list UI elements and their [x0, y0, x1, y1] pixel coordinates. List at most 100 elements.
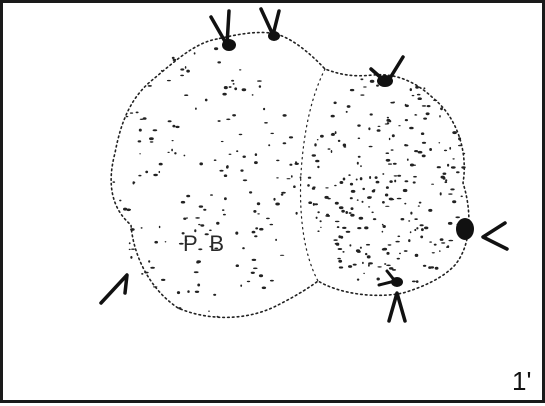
granule — [421, 154, 426, 158]
granule — [164, 241, 167, 243]
granule — [166, 79, 171, 82]
granule — [376, 129, 381, 132]
granule — [368, 127, 371, 131]
granule — [356, 199, 359, 201]
granule — [294, 162, 299, 165]
granule — [363, 86, 367, 88]
granule — [171, 140, 174, 142]
granule — [317, 211, 320, 214]
granule — [235, 231, 239, 235]
granule — [361, 200, 364, 203]
granule — [175, 125, 180, 129]
granule — [404, 180, 409, 183]
granule — [348, 265, 353, 268]
granule — [345, 230, 351, 233]
granule — [330, 114, 335, 118]
granule — [358, 216, 364, 220]
granule — [349, 197, 353, 200]
granule — [129, 112, 134, 114]
granule — [324, 195, 329, 199]
granule — [258, 85, 262, 88]
arrow-top-right — [369, 55, 405, 85]
granule — [410, 211, 413, 215]
granule — [317, 230, 320, 232]
granule — [382, 247, 388, 251]
granule — [364, 226, 369, 230]
granule — [140, 227, 143, 229]
granule — [167, 120, 172, 123]
granule — [183, 154, 186, 157]
granule — [377, 125, 381, 127]
granule — [447, 245, 450, 249]
granule — [307, 176, 312, 179]
granule — [337, 139, 341, 142]
granule — [357, 137, 361, 140]
granule — [213, 159, 217, 161]
granule — [338, 235, 342, 239]
granule — [431, 252, 435, 254]
granule — [400, 218, 405, 221]
granule — [463, 152, 466, 155]
granule — [158, 170, 161, 174]
granule — [444, 181, 448, 184]
granule — [330, 134, 335, 136]
granule — [217, 61, 221, 64]
granule — [362, 187, 366, 191]
granule — [139, 118, 144, 121]
granule — [314, 203, 319, 206]
granule — [119, 199, 122, 202]
granule — [375, 180, 380, 184]
granule — [399, 252, 401, 255]
granule — [219, 169, 224, 172]
granule — [193, 52, 196, 55]
granule — [242, 155, 246, 158]
granule — [439, 250, 441, 252]
granule-stipple — [112, 47, 466, 318]
granule — [363, 272, 365, 275]
granule — [276, 177, 279, 179]
granule — [420, 235, 424, 239]
granule — [440, 107, 443, 111]
granule — [349, 244, 352, 247]
granule — [154, 240, 158, 244]
granule — [408, 239, 411, 243]
granule — [236, 150, 239, 153]
granule — [440, 175, 445, 179]
granule — [374, 176, 378, 179]
granule — [158, 225, 161, 229]
granule — [426, 105, 431, 108]
granule — [275, 238, 277, 241]
granule — [186, 194, 191, 198]
inner-boundary — [299, 68, 326, 282]
granule — [253, 210, 257, 213]
granule — [368, 262, 373, 265]
granule — [423, 87, 426, 90]
micrograph-canvas — [99, 7, 509, 323]
granule — [386, 251, 390, 255]
granule — [388, 120, 392, 123]
arrow-far-left — [99, 273, 129, 305]
granule — [254, 161, 258, 165]
granule — [254, 153, 258, 157]
granule — [377, 266, 382, 268]
granule — [171, 148, 174, 152]
granule — [366, 255, 371, 259]
granule — [316, 139, 319, 141]
granule — [125, 115, 129, 118]
granule — [450, 188, 455, 191]
granule — [456, 171, 460, 174]
granule — [320, 134, 324, 138]
granule — [442, 172, 447, 175]
granule — [338, 206, 344, 210]
granule — [194, 290, 200, 293]
granule — [273, 197, 276, 201]
granule — [199, 162, 203, 166]
granule — [368, 263, 370, 267]
granule — [409, 88, 412, 92]
granule — [204, 233, 209, 236]
granule — [180, 74, 185, 77]
arrow-bottom — [387, 291, 407, 323]
granule — [365, 243, 371, 246]
granule — [359, 177, 363, 181]
granule — [183, 217, 187, 220]
